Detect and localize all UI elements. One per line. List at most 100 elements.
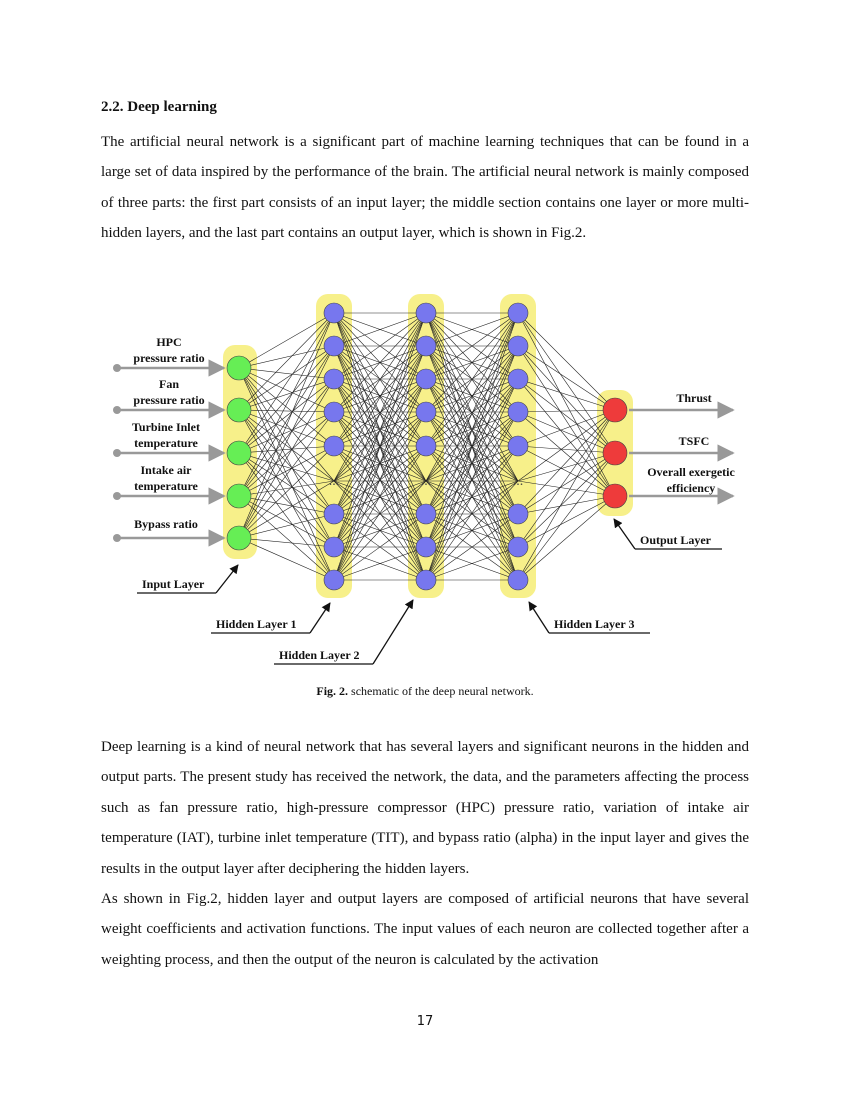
- connection-line: [238, 480, 335, 539]
- connection-line: [425, 546, 519, 581]
- connection-line: [517, 495, 616, 581]
- connection-line: [238, 495, 335, 548]
- connection-line: [238, 345, 335, 497]
- connection-line: [425, 411, 519, 447]
- connection-line: [238, 445, 335, 539]
- connection-line: [238, 445, 335, 497]
- layer-label-output: Output Layer: [640, 533, 712, 547]
- output-label-line1: Overall exergetic: [647, 465, 735, 479]
- input-label-line1: HPC: [156, 335, 181, 349]
- layer-label-input: Input Layer: [142, 577, 205, 591]
- connection-line: [333, 312, 427, 413]
- connection-line: [238, 345, 335, 411]
- body-paragraph: The artificial neural network is a signi…: [101, 134, 749, 242]
- input-label-line2: pressure ratio: [133, 393, 204, 407]
- connection-line: [238, 367, 335, 548]
- hidden-layer-ellipsis: ...: [513, 474, 524, 489]
- connection-line: [425, 378, 519, 447]
- connection-line: [238, 312, 335, 497]
- connection-line: [425, 480, 519, 581]
- connection-line: [238, 378, 335, 497]
- input-label-line1: Bypass ratio: [134, 517, 198, 531]
- connection-line: [238, 452, 335, 581]
- connection-line: [238, 312, 335, 539]
- connection-line: [238, 537, 335, 581]
- hidden-layer-1-node: [323, 335, 345, 357]
- connection-line: [425, 411, 519, 581]
- hidden-layer-3-node: [507, 302, 529, 324]
- connection-line: [238, 367, 335, 482]
- connection-line: [517, 409, 616, 515]
- input-label-line1: Fan: [159, 377, 179, 391]
- output-label-line1: TSFC: [679, 434, 710, 448]
- layer-label-hidden2: Hidden Layer 2: [279, 648, 359, 662]
- connection-line: [238, 411, 335, 454]
- connection-line: [238, 409, 335, 447]
- output-node: [602, 440, 628, 466]
- caption-text: schematic of the deep neural network.: [348, 684, 534, 698]
- layer-label-pointer-arrow: [309, 602, 331, 634]
- connection-line: [238, 452, 335, 548]
- output-node: [602, 397, 628, 423]
- connection-line: [425, 312, 519, 380]
- connection-line: [238, 409, 335, 482]
- connection-line: [517, 445, 616, 454]
- hidden-layer-ellipsis: ...: [329, 474, 340, 489]
- connection-line: [333, 480, 427, 581]
- connection-line: [238, 537, 335, 548]
- connection-line: [517, 480, 616, 497]
- connection-line: [517, 409, 616, 413]
- hidden-layer-2-node: [415, 536, 437, 558]
- connection-line: [517, 378, 616, 454]
- connection-line: [238, 513, 335, 539]
- connection-line: [333, 411, 427, 581]
- output-label-line2: efficiency: [667, 481, 716, 495]
- hidden-layer-1-node: [323, 401, 345, 423]
- connection-line: [517, 495, 616, 548]
- connection-line: [425, 312, 519, 482]
- input-label-line2: temperature: [134, 479, 198, 493]
- hidden-layer-2-node: [415, 569, 437, 591]
- hidden-layer-2-node: [415, 368, 437, 390]
- connection-line: [238, 345, 335, 454]
- hidden-layer-2-node: [415, 335, 437, 357]
- connection-line: [517, 452, 616, 515]
- connection-line: [425, 312, 519, 347]
- connection-line: [238, 312, 335, 454]
- hidden-layer-1-node: [323, 368, 345, 390]
- connection-line: [238, 452, 335, 482]
- connection-line: [517, 345, 616, 497]
- hidden-layer-ellipsis: ...: [421, 474, 432, 489]
- connection-line: [238, 378, 335, 411]
- input-node: [226, 525, 252, 551]
- page-number: 17: [416, 1014, 434, 1029]
- hidden-layer-2-node: [415, 401, 437, 423]
- hidden-layer-3-node: [507, 503, 529, 525]
- hidden-layer-2-node: [415, 302, 437, 324]
- connection-line: [238, 367, 335, 515]
- hidden-layer-1-node: [323, 536, 345, 558]
- input-label-line1: Turbine Inlet: [132, 420, 200, 434]
- connection-line: [517, 345, 616, 454]
- connection-line: [517, 312, 616, 411]
- input-label-line2: pressure ratio: [133, 351, 204, 365]
- hidden-layer-1-node: [323, 503, 345, 525]
- input-node: [226, 397, 252, 423]
- connection-line: [425, 312, 519, 548]
- connection-line: [517, 445, 616, 497]
- connection-line: [425, 312, 519, 447]
- hidden-layer-2-node: [415, 435, 437, 457]
- connection-line: [333, 312, 427, 515]
- connection-line: [517, 378, 616, 497]
- connection-line: [238, 409, 335, 581]
- section-heading: 2.2. Deep learning: [101, 99, 217, 115]
- connection-line: [425, 312, 519, 581]
- connection-line: [238, 367, 335, 380]
- connection-line: [333, 378, 427, 581]
- connection-line: [333, 345, 427, 581]
- caption-label: Fig. 2.: [316, 684, 349, 698]
- connection-line: [333, 312, 427, 581]
- input-node: [226, 355, 252, 381]
- connection-line: [238, 345, 335, 539]
- connection-line: [238, 312, 335, 369]
